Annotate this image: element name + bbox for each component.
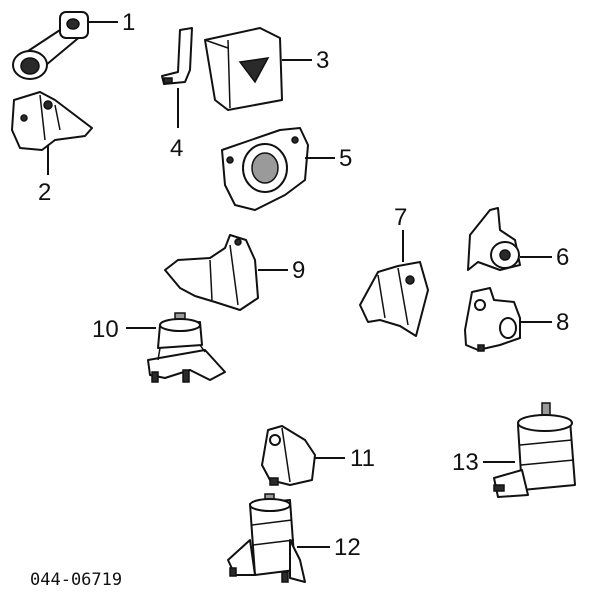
- part-1-torque-rod: [12, 11, 89, 80]
- part-7-bracket: [359, 261, 429, 337]
- callout-8: 8: [556, 309, 569, 336]
- part-10-engine-mount: [147, 312, 226, 383]
- part-9-bracket: [164, 234, 259, 311]
- callout-11: 11: [350, 445, 375, 472]
- part-8-bracket: [464, 287, 521, 352]
- callout-9: 9: [292, 257, 305, 284]
- callout-4: 4: [170, 135, 183, 162]
- callout-1: 1: [122, 9, 135, 36]
- part-11-bracket: [261, 425, 316, 486]
- part-12-engine-mount: [227, 493, 306, 583]
- callout-13: 13: [452, 449, 479, 476]
- callout-3: 3: [316, 47, 329, 74]
- part-5-housing: [221, 127, 309, 211]
- callout-5: 5: [339, 145, 352, 172]
- callout-10: 10: [92, 316, 119, 343]
- part-3-mount-block: [204, 27, 283, 111]
- drawing-code: 044-06719: [30, 570, 122, 590]
- part-2-bracket: [11, 91, 93, 151]
- part-13-engine-mount: [493, 402, 576, 498]
- part-6-mount: [467, 207, 521, 271]
- callout-6: 6: [556, 244, 569, 271]
- callout-7: 7: [394, 204, 407, 231]
- callout-2: 2: [38, 179, 51, 206]
- callout-12: 12: [334, 534, 361, 561]
- part-4-strap: [161, 27, 193, 85]
